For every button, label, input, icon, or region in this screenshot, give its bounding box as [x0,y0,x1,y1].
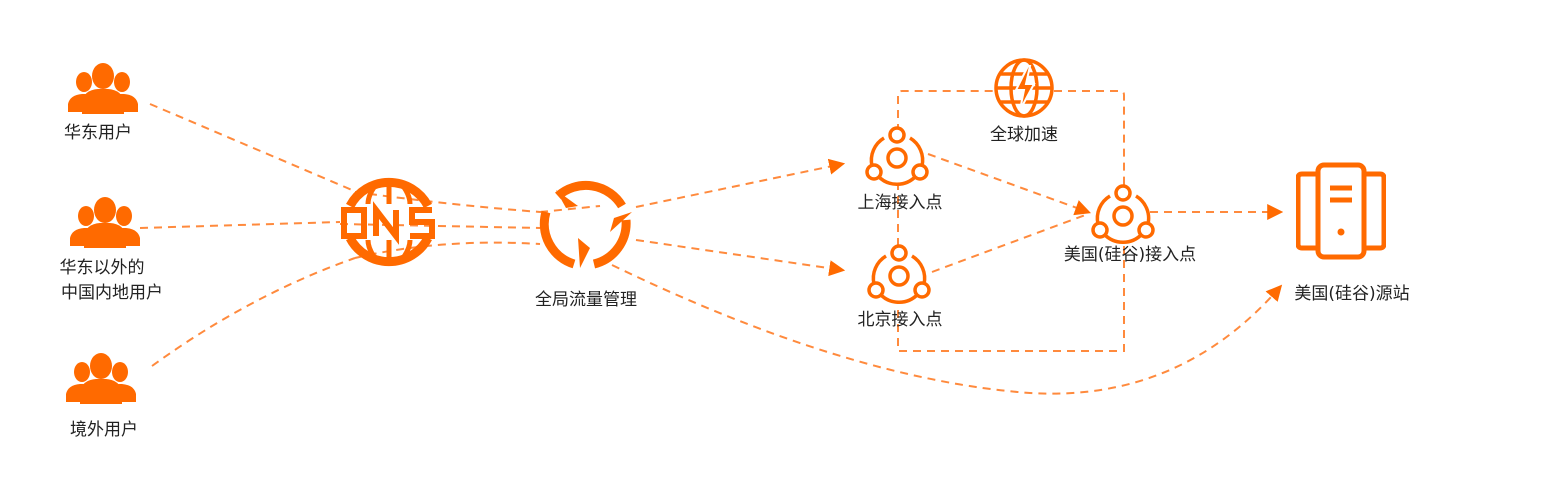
traffic-manager-label: 全局流量管理 [535,290,637,310]
us-siliconvalley-access-label: 美国(硅谷)接入点 [1063,245,1197,265]
access-point-icon [865,126,929,186]
mainland-other-users-label-line1: 华东以外的 [59,258,145,278]
mainland-other-users-label-line2: 中国内地用户 [61,283,163,303]
dns-globe-icon [341,177,435,267]
globe-lightning-icon [994,58,1054,118]
edge-overseas-to-dns [151,257,356,367]
users-group-icon [70,197,140,248]
server-icon [1296,162,1386,260]
edge-east-china-to-dns [149,103,353,191]
traffic-cycle-icon [539,180,632,269]
overseas-users-label: 境外用户 [70,420,138,440]
edge-tm-to-beijing [635,239,846,277]
east-china-users-label: 华东用户 [64,123,132,143]
beijing-access-label: 北京接入点 [857,310,943,330]
access-point-icon [867,244,931,304]
acceleration-boundary-bottom [897,182,1125,352]
users-group-icon [66,353,136,404]
edge-shanghai-to-us-access [927,153,1092,216]
edge-tm-to-shanghai [635,158,846,208]
us-siliconvalley-origin-label: 美国(硅谷)源站 [1294,284,1410,304]
edge-tm-to-origin-curve [611,264,1283,395]
acceleration-boundary [897,90,1125,186]
edge-tm-through [539,205,601,213]
users-group-icon [68,63,138,114]
edge-dns-to-tm-3 [354,241,541,259]
access-point-icon [1091,184,1155,244]
global-acceleration-label: 全球加速 [990,125,1058,145]
shanghai-access-label: 上海接入点 [857,193,943,213]
edge-mainland-to-dns [139,221,341,229]
